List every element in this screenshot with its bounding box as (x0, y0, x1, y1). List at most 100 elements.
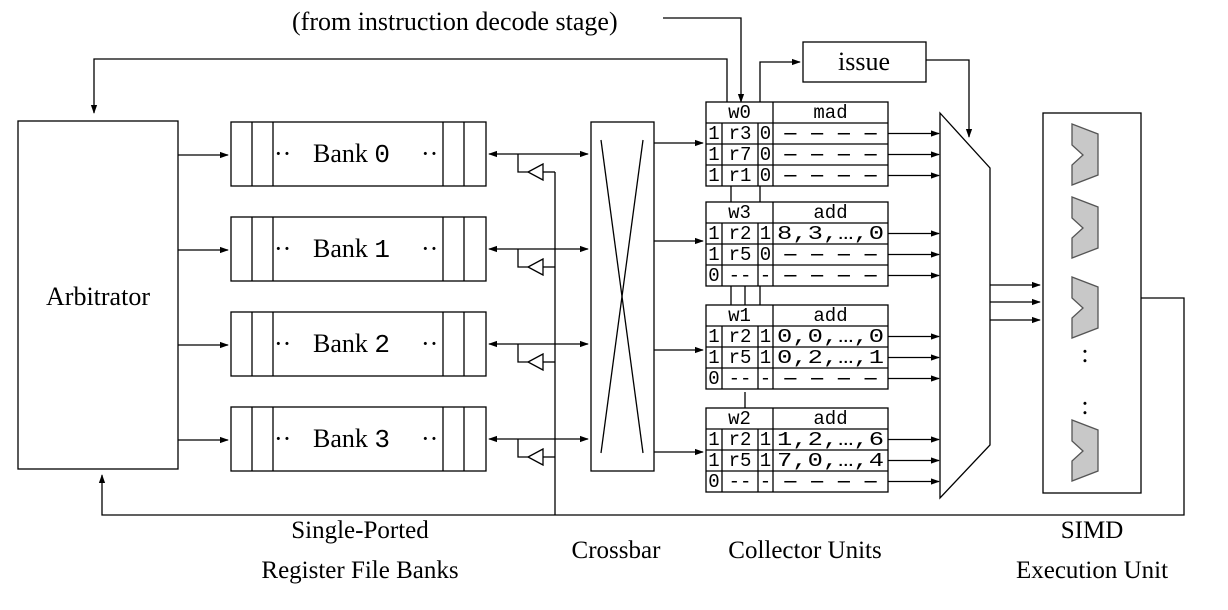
collector-1-warp: w3 (728, 202, 751, 224)
collector-3-row-1-data: 7,0,…,4 (777, 450, 884, 472)
collector-0-row-1-reg: r7 (729, 144, 752, 166)
bank-0-label: Bank 0 (313, 139, 390, 170)
writeback-loop-arrow (98, 297, 1185, 516)
issue-to-mux-arrow (926, 59, 973, 138)
collector-0-row-2-data: ---- (777, 165, 884, 187)
bank-1: ·· Bank 1 ·· (230, 216, 487, 282)
collector-2-row-0-valid: 1 (708, 326, 719, 348)
bank-1-dots-left: ·· (274, 234, 291, 263)
collector-1-row-0-reg: r2 (729, 223, 752, 245)
collector-0-warp: w0 (728, 102, 751, 124)
simd-execution-unit: : : (1042, 112, 1142, 494)
collector-2-row-1-data: 0,2,…,1 (777, 347, 884, 369)
bank-2: ·· Bank 2 ·· (230, 311, 487, 377)
collector-3-row-2-valid: 0 (708, 471, 719, 493)
collector-0-row-1-valid: 1 (708, 144, 719, 166)
bank-1-dots-right: ·· (421, 234, 438, 263)
bank-3: ·· Bank 3 ·· (230, 406, 487, 472)
collector-3-row-2-data: ---- (777, 471, 884, 493)
collector-1-row-2-data: ---- (777, 265, 884, 287)
collector-3-row-0-ready: 1 (760, 429, 771, 451)
collector-0-opcode: mad (813, 102, 847, 124)
collector-3-row-1-reg: r5 (729, 450, 752, 472)
collector-3-row-1-valid: 1 (708, 450, 719, 472)
collector-to-issue-arrow (759, 58, 801, 102)
collector-0-row-0-ready: 0 (760, 123, 771, 145)
arbitrator-box (17, 120, 179, 470)
collectors-caption: Collector Units (728, 537, 881, 564)
collector-2-warp: w1 (728, 305, 751, 327)
banks-caption-line1: Single-Ported (291, 517, 429, 544)
alu-icon-0 (1071, 123, 1099, 186)
collector-2-row-0-ready: 1 (760, 326, 771, 348)
collector-2-row-0-reg: r2 (729, 326, 752, 348)
bank-1-label: Bank 1 (313, 234, 390, 265)
collector-2-row-1-ready: 1 (760, 347, 771, 369)
collector-3-row-1-ready: 1 (760, 450, 771, 472)
collector-3-row-0-data: 1,2,…,6 (777, 429, 884, 451)
writeback-buffers (517, 154, 556, 515)
collector-2-row-2-reg: -- (729, 368, 752, 390)
bank-3-dots-left: ·· (274, 424, 291, 453)
collector-1-opcode: add (813, 202, 847, 224)
issue-mux (939, 111, 991, 500)
collector-0-row-0-reg: r3 (729, 123, 752, 145)
simd-caption-line1: SIMD (1061, 517, 1124, 544)
collector-2-row-2-ready: - (760, 368, 771, 390)
decode-stage-note: (from instruction decode stage) (292, 7, 618, 36)
banks-caption-line2: Register File Banks (261, 557, 458, 584)
collector-1-row-1-data: ---- (777, 244, 884, 266)
simd-caption-line2: Execution Unit (1016, 557, 1168, 584)
collector-2-row-1-valid: 1 (708, 347, 719, 369)
collector-0-row-2-valid: 1 (708, 165, 719, 187)
issue-box (802, 41, 927, 83)
writeback-buffer-0 (517, 154, 555, 182)
arbitrator-feedback-arrow (90, 58, 728, 114)
collector-2-opcode: add (813, 305, 847, 327)
collector-2-row-2-valid: 0 (708, 368, 719, 390)
writeback-buffer-3 (517, 439, 555, 467)
writeback-buffer-2 (517, 344, 555, 372)
collector-0-row-1-ready: 0 (760, 144, 771, 166)
writeback-buffer-1 (517, 249, 555, 277)
crossbar-caption: Crossbar (572, 537, 662, 564)
collector-2-row-2-data: ---- (777, 368, 884, 390)
collector-0-row-2-ready: 0 (760, 165, 771, 187)
alu-icon-3 (1071, 419, 1099, 482)
collector-1-row-1-reg: r5 (729, 244, 752, 266)
collector-1-row-2-reg: -- (729, 265, 752, 287)
bank-0-dots-left: ·· (274, 139, 291, 168)
decode-stage-arrow (663, 17, 745, 103)
collector-0-row-0-data: ---- (777, 123, 884, 145)
collector-1-row-2-ready: - (760, 265, 771, 287)
alu-icon-2 (1071, 276, 1099, 339)
collector-3-opcode: add (813, 408, 847, 430)
issue-label: issue (838, 47, 890, 76)
collector-1-row-1-valid: 1 (708, 244, 719, 266)
alu-icon-1 (1071, 196, 1099, 259)
simd-dots-1: : (1081, 391, 1088, 420)
collector-3-warp: w2 (728, 408, 751, 430)
arbitrator-label: Arbitrator (46, 282, 150, 311)
collector-2-row-1-reg: r5 (729, 347, 752, 369)
bank-0: ·· Bank 0 ·· (230, 121, 487, 187)
collector-3-row-2-reg: -- (729, 471, 752, 493)
collector-2-row-0-data: 0,0,…,0 (777, 326, 884, 348)
collector-3-row-2-ready: - (760, 471, 771, 493)
collector-1-row-0-ready: 1 (760, 223, 771, 245)
bank-3-label: Bank 3 (313, 424, 390, 455)
collector-0-row-2-reg: r1 (729, 165, 752, 187)
simd-dots-0: : (1081, 339, 1088, 368)
collector-1-row-0-valid: 1 (708, 223, 719, 245)
bank-3-dots-right: ·· (421, 424, 438, 453)
bank-0-dots-right: ·· (421, 139, 438, 168)
crossbar (590, 121, 655, 472)
collector-1-row-2-valid: 0 (708, 265, 719, 287)
collector-3-row-0-valid: 1 (708, 429, 719, 451)
bank-2-dots-left: ·· (274, 329, 291, 358)
